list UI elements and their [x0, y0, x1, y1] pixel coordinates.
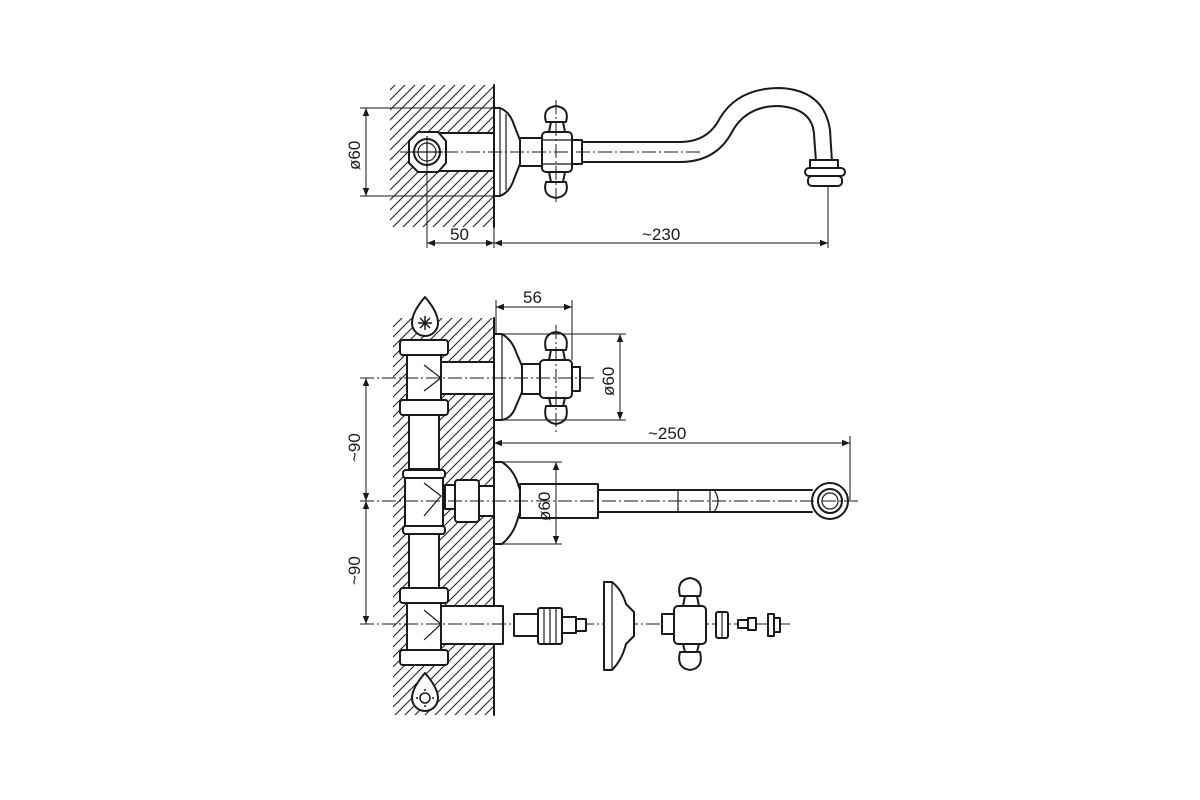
exploded-cartridge [513, 607, 587, 645]
upper-spacing-label: ~90 [345, 433, 364, 462]
snowflake-drop-icon [411, 296, 439, 337]
top-spout [581, 87, 833, 163]
handle-diameter-label: ø60 [599, 367, 618, 396]
handle-depth-label: 56 [523, 288, 542, 307]
exploded-flange [603, 581, 635, 671]
supply-manifold [399, 339, 504, 666]
front-view: 56 ø60 ~250 ø60 [345, 288, 860, 716]
top-view: ø60 50 ~230 [345, 84, 846, 248]
exploded-cross-handle [661, 577, 707, 671]
spout-length-label: ~250 [648, 424, 686, 443]
spout-flange-diameter-label: ø60 [535, 492, 554, 521]
top-spout-length-label: ~230 [642, 225, 680, 244]
sun-drop-icon [411, 672, 439, 712]
top-spout-aerator [804, 159, 846, 187]
exploded-small-parts [715, 611, 781, 639]
top-wall-depth-label: 50 [450, 225, 469, 244]
lower-spacing-label: ~90 [345, 556, 364, 585]
top-diameter-label: ø60 [345, 141, 364, 170]
